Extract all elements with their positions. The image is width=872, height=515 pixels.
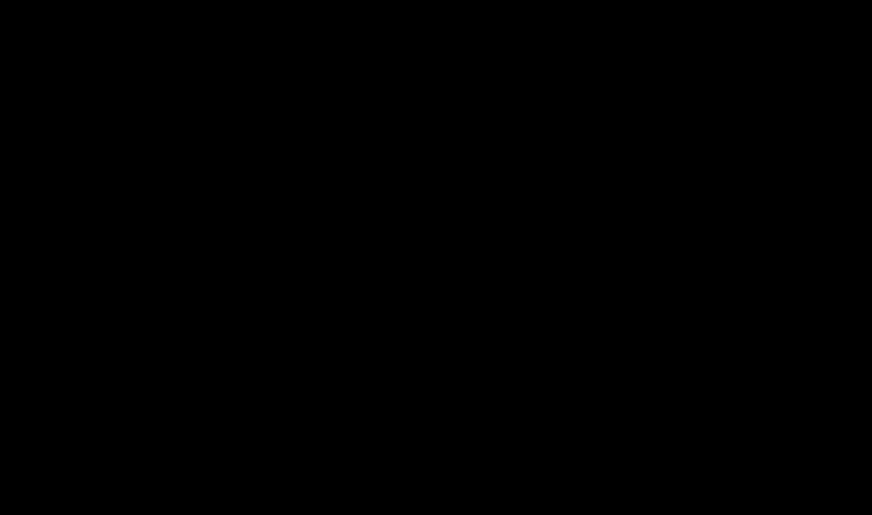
pcb-editor-canvas[interactable] (0, 0, 872, 515)
pcb-board-drawing (0, 0, 872, 515)
